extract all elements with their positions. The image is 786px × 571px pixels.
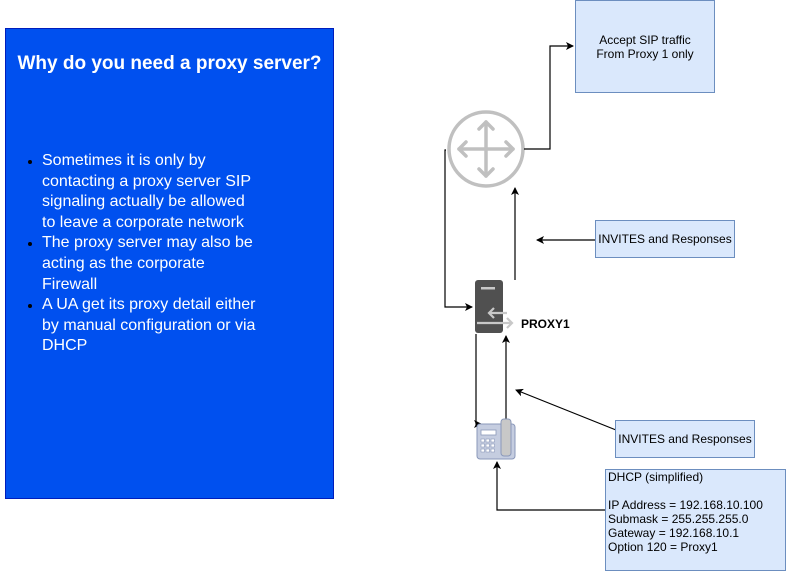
panel-title: Why do you need a proxy server?	[17, 53, 322, 74]
bullet-item: Sometimes it is only by contacting a pro…	[42, 151, 262, 233]
proxy-server-icon[interactable]	[475, 280, 514, 333]
firewall-rule-text: Accept SIP traffic From Proxy 1 only	[596, 32, 694, 61]
connector-router-to-firewall-note	[524, 42, 574, 150]
connector-invites-lower	[515, 388, 617, 431]
dhcp-line: IP Address = 192.168.10.100	[608, 498, 763, 512]
dhcp-title: DHCP (simplified)	[608, 470, 704, 484]
explanation-panel: Why do you need a proxy server? Sometime…	[5, 28, 334, 499]
dhcp-note: DHCP (simplified) IP Address = 192.168.10…	[605, 469, 786, 571]
bullet-item: A UA get its proxy detail either by manu…	[42, 295, 262, 357]
invites-note-upper: INVITES and Responses	[595, 220, 735, 258]
proxy-label: PROXY1	[521, 317, 570, 331]
dhcp-line: Submask = 255.255.255.0	[608, 512, 749, 526]
firewall-rule-note: Accept SIP traffic From Proxy 1 only	[575, 0, 715, 93]
ip-phone-icon[interactable]	[476, 418, 516, 460]
connector-proxy-to-phone	[474, 334, 482, 428]
invites-note-lower: INVITES and Responses	[615, 420, 755, 458]
dhcp-line: Gateway = 192.168.10.1	[608, 526, 740, 540]
bullet-item: The proxy server may also be acting as t…	[42, 233, 262, 295]
bullet-list: Sometimes it is only by contacting a pro…	[28, 151, 262, 357]
connector-dhcp-to-phone	[493, 461, 605, 511]
connector-router-to-proxy	[444, 149, 473, 311]
router-icon[interactable]	[447, 110, 525, 188]
dhcp-line: Option 120 = Proxy1	[608, 540, 718, 554]
invites-lower-text: INVITES and Responses	[618, 432, 752, 446]
invites-upper-text: INVITES and Responses	[598, 232, 732, 246]
